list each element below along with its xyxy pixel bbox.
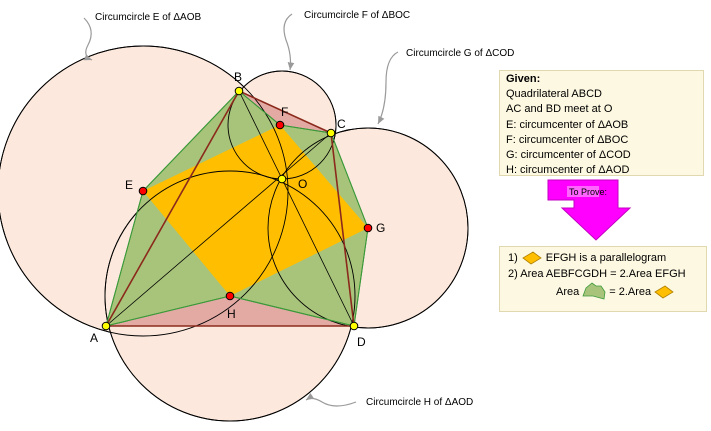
callout-label-g: Circumcircle G of ΔCOD <box>406 48 514 59</box>
parallelogram-icon <box>522 251 542 265</box>
callout-label-f: Circumcircle F of ΔBOC <box>304 10 410 21</box>
to-prove-label: To Prove: <box>569 187 607 197</box>
point-g <box>363 223 373 233</box>
octagon-area-icon <box>582 282 606 300</box>
point-a <box>101 321 111 331</box>
point-c <box>326 128 336 138</box>
given-line: G: circumcenter of ΔCOD <box>506 149 631 162</box>
prove-panel: 1) EFGH is a parallelogram 2) Area AEBFC… <box>499 246 707 312</box>
point-b <box>234 86 244 96</box>
given-line: E: circumcenter of ΔAOB <box>506 118 629 131</box>
given-title: Given: <box>506 73 541 85</box>
prove-item-1-text: EFGH is a parallelogram <box>545 252 667 264</box>
point-o <box>277 174 287 184</box>
abcd-sides <box>105 90 355 327</box>
label-f: F <box>281 105 288 119</box>
parallelogram-icon-small <box>654 285 674 299</box>
label-g: G <box>376 221 385 235</box>
point-d <box>349 321 359 331</box>
point-f <box>275 120 285 130</box>
prove-area-label: Area <box>556 286 580 298</box>
point-e <box>138 186 148 196</box>
prove-area-row: Area = 2.Area <box>508 282 698 302</box>
label-o: O <box>298 177 307 191</box>
label-e: E <box>125 178 133 192</box>
label-c: C <box>337 117 346 131</box>
point-h <box>225 291 235 301</box>
callout-label-e: Circumcircle E of ΔAOB <box>95 12 201 23</box>
label-a: A <box>90 331 98 345</box>
given-line: Quadrilateral ABCD <box>506 88 602 101</box>
label-d: D <box>357 335 366 349</box>
callout-label-h: Circumcircle H of ΔAOD <box>366 397 473 408</box>
label-h: H <box>227 307 236 321</box>
prove-item-1: 1) EFGH is a parallelogram <box>508 250 698 266</box>
given-panel: Given: Quadrilateral ABCD AC and BD meet… <box>499 70 704 176</box>
given-line: H: circumcenter of ΔAOD <box>506 164 630 177</box>
prove-equals-text: = 2.Area <box>609 286 652 298</box>
given-line: F: circumcenter of ΔBOC <box>506 133 629 146</box>
label-b: B <box>234 70 242 84</box>
given-line: AC and BD meet at O <box>506 103 613 116</box>
parallelogram-efgh <box>143 125 368 296</box>
callout-leaders <box>83 13 399 407</box>
points <box>101 86 373 331</box>
prove-item-2: 2) Area AEBFCGDH = 2.Area EFGH <box>508 268 686 280</box>
prove-item-1-number: 1) <box>508 252 518 264</box>
